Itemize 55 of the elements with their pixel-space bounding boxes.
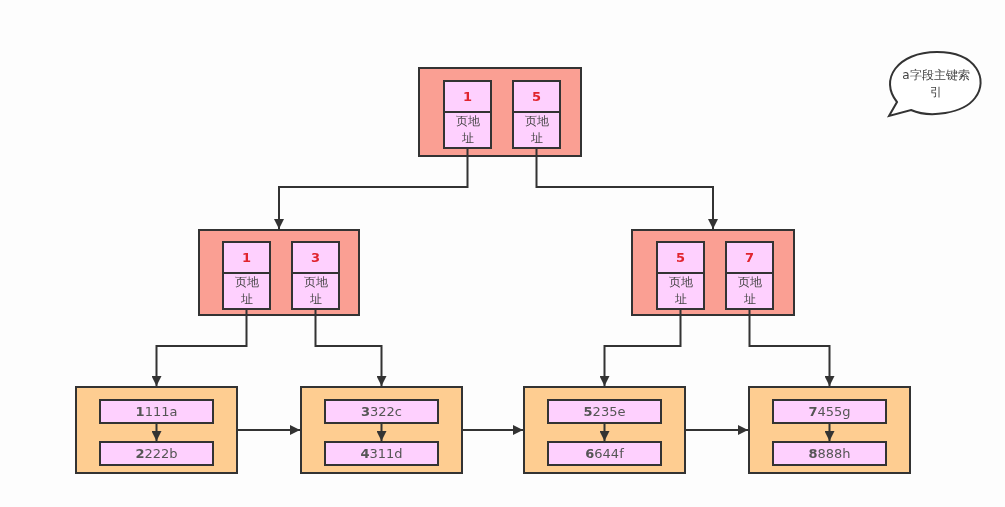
page-address-text: 页地址: [523, 113, 550, 147]
record-row: [772, 441, 887, 466]
record-row: [324, 441, 439, 466]
index-page-box: [631, 229, 795, 316]
page-address-text: 页地址: [454, 113, 481, 147]
key-number: 1: [462, 89, 472, 104]
arrow: [151, 309, 248, 387]
bubble-text: a字段主键索引: [901, 67, 971, 101]
page-address-text: 页地址: [233, 274, 260, 308]
record-text: 8888h: [808, 446, 851, 461]
leaf-page-box: [523, 386, 686, 474]
key-number: 5: [531, 89, 541, 104]
arrow: [599, 423, 610, 442]
key-number: 3: [310, 250, 320, 265]
arrow: [376, 423, 387, 442]
record-text: 5235e: [583, 404, 626, 419]
record-row: [99, 441, 214, 466]
record-text: 1111a: [135, 404, 178, 419]
arrow: [599, 309, 682, 387]
arrow: [462, 425, 524, 435]
leaf-page-box: [300, 386, 463, 474]
index-page-box: [418, 67, 582, 157]
record-row: [547, 399, 662, 424]
arrow: [685, 425, 749, 435]
arrow: [274, 148, 469, 230]
record-text: 2222b: [135, 446, 178, 461]
record-text: 6644f: [585, 446, 624, 461]
record-text: 7455g: [808, 404, 851, 419]
record-row: [99, 399, 214, 424]
arrow: [237, 425, 301, 435]
key-pointer-cell: [222, 241, 271, 310]
key-number: 7: [744, 250, 754, 265]
key-pointer-cell: [656, 241, 705, 310]
record-row: [772, 399, 887, 424]
arrow: [314, 309, 387, 387]
arrow: [151, 423, 162, 442]
key-pointer-cell: [291, 241, 340, 310]
page-address-text: 页地址: [736, 274, 763, 308]
page-address-text: 页地址: [667, 274, 694, 308]
index-page-box: [198, 229, 360, 316]
arrow: [748, 309, 835, 387]
key-number: 5: [675, 250, 685, 265]
arrow: [535, 148, 718, 230]
page-address-text: 页地址: [302, 274, 329, 308]
record-row: [324, 399, 439, 424]
leaf-page-box: [75, 386, 238, 474]
record-text: 3322c: [361, 404, 402, 419]
record-text: 4311d: [360, 446, 403, 461]
key-pointer-cell: [443, 80, 492, 149]
key-number: 1: [241, 250, 251, 265]
key-pointer-cell: [725, 241, 774, 310]
key-pointer-cell: [512, 80, 561, 149]
leaf-page-box: [748, 386, 911, 474]
arrow: [824, 423, 835, 442]
record-row: [547, 441, 662, 466]
